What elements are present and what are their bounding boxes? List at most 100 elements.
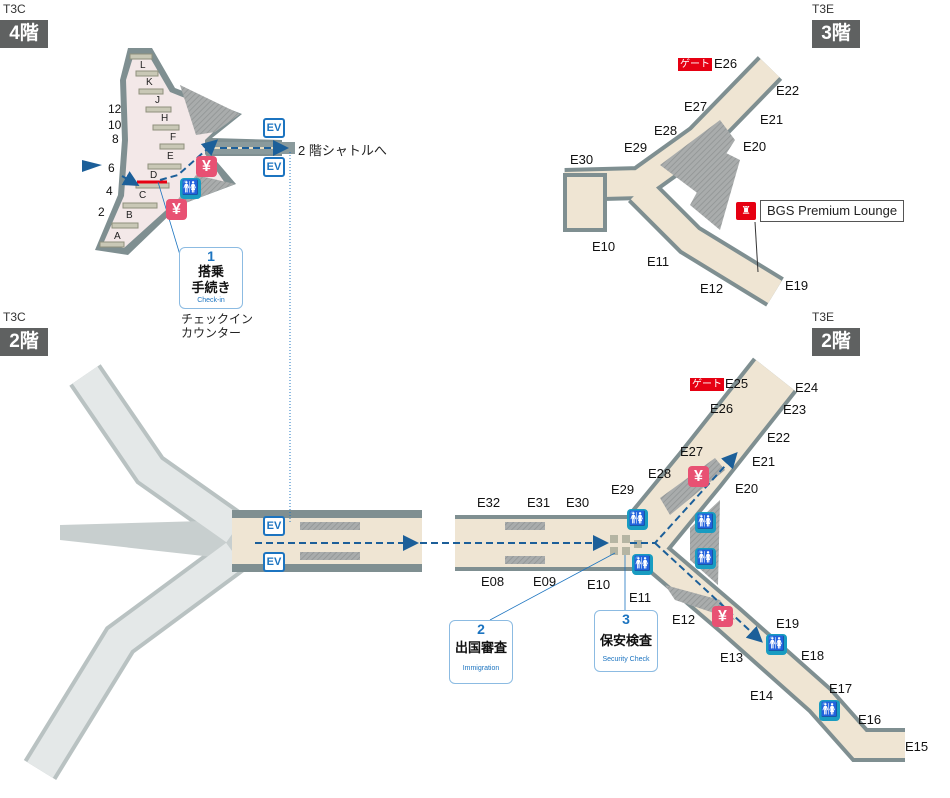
gate-label: E28 <box>648 466 672 481</box>
gate-label: E16 <box>858 712 882 727</box>
step-title: 保安検査 <box>599 633 652 648</box>
step-english: Immigration <box>462 665 500 672</box>
gate-label: E11 <box>647 254 670 269</box>
gate-label: E14 <box>750 688 774 703</box>
currency-exchange-icon: ¥ <box>196 156 217 177</box>
gate-label: E30 <box>570 152 594 167</box>
row-number: 4 <box>106 184 113 198</box>
gate-label: E09 <box>533 574 557 589</box>
step-number: 1 <box>207 248 215 264</box>
gate-label: E10 <box>587 577 611 592</box>
gate-label: E29 <box>624 140 648 155</box>
counter-label: D <box>150 170 158 181</box>
floor-badge-t3c-4f: 4階 <box>0 20 48 48</box>
elevator-icon: EV <box>263 516 285 536</box>
row-number: 8 <box>112 132 119 146</box>
gate-label: E21 <box>752 454 776 469</box>
gate-label: E27 <box>684 99 708 114</box>
floor-badge-t3e-2f: 2階 <box>812 328 860 356</box>
step-english: Check-in <box>197 297 225 304</box>
currency-exchange-icon: ¥ <box>712 606 733 627</box>
shuttle-label: 2 階シャトルへ <box>298 143 387 158</box>
caption-line: チェックイン <box>181 312 254 326</box>
lounge-icon: ♜ <box>736 202 756 220</box>
gate-label: E12 <box>700 281 724 296</box>
step-title: 搭乗 <box>197 264 224 279</box>
immigration-callout: 2 出国審査 Immigration <box>449 620 513 684</box>
step-english: Security Check <box>602 656 650 663</box>
gate-label: E32 <box>477 495 501 510</box>
gate-label: E21 <box>760 112 784 127</box>
gate-label: E19 <box>776 616 800 631</box>
gate-label: E08 <box>481 574 505 589</box>
currency-exchange-icon: ¥ <box>166 199 187 220</box>
restroom-icon <box>819 700 840 721</box>
counter-label: B <box>126 210 133 221</box>
restroom-icon <box>627 509 648 530</box>
currency-exchange-icon: ¥ <box>688 466 709 487</box>
terminal-label-t3c-2f: T3C <box>3 310 26 324</box>
gate-label: E10 <box>592 239 616 254</box>
gate-label: E13 <box>720 650 744 665</box>
gate-label: E20 <box>735 481 759 496</box>
gate-label: E31 <box>527 495 551 510</box>
terminal-label-t3e-3f: T3E <box>812 2 835 16</box>
counter-label: C <box>139 190 147 201</box>
counter-label: A <box>114 231 121 242</box>
gate-label: E26 <box>714 56 738 71</box>
elevator-icon: EV <box>263 552 285 572</box>
gate-label: E22 <box>776 83 800 98</box>
gate-label: E11 <box>629 590 652 605</box>
t3c-4f-hall <box>82 48 295 255</box>
counter-label: H <box>161 113 169 124</box>
gate-label: E26 <box>710 401 734 416</box>
gate-tag: ゲート <box>690 378 724 391</box>
gate-label: E17 <box>829 681 853 696</box>
gate-label: E23 <box>783 402 807 417</box>
row-number: 6 <box>108 161 115 175</box>
t3e-3f-pier <box>563 56 784 307</box>
lounge-label[interactable]: BGS Premium Lounge <box>760 200 905 222</box>
step-number: 3 <box>622 611 630 627</box>
row-number: 10 <box>108 118 122 132</box>
restroom-icon <box>180 178 201 199</box>
counter-label: L <box>140 60 146 71</box>
floor-badge-t3e-3f: 3階 <box>812 20 860 48</box>
step-title: 出国審査 <box>454 640 507 655</box>
gate-label: E25 <box>725 376 749 391</box>
counter-label: J <box>155 95 160 106</box>
t3c-2f-building <box>23 364 422 780</box>
gate-label: E30 <box>566 495 590 510</box>
row-number: 2 <box>98 205 105 219</box>
step-number: 2 <box>477 621 485 637</box>
checkin-callout: 1 搭乗 手続き Check-in <box>179 247 243 309</box>
elevator-icon: EV <box>263 157 285 177</box>
caption-line: カウンター <box>181 326 242 340</box>
step-title: 手続き <box>191 280 231 295</box>
floor-badge-t3c-2f: 2階 <box>0 328 48 356</box>
gate-label: E15 <box>905 739 929 754</box>
gate-label: E12 <box>672 612 696 627</box>
terminal-label-t3e-2f: T3E <box>812 310 835 324</box>
gate-label: E28 <box>654 123 678 138</box>
gate-tag: ゲート <box>678 58 712 71</box>
gate-label: E18 <box>801 648 825 663</box>
gate-label: E27 <box>680 444 704 459</box>
terminal-label-t3c-4f: T3C <box>3 2 26 16</box>
gate-label: E24 <box>795 380 819 395</box>
restroom-icon <box>632 554 653 575</box>
entrance-arrow-icon <box>82 160 102 172</box>
counter-label: F <box>170 132 177 143</box>
gate-label: E19 <box>785 278 809 293</box>
restroom-icon <box>695 548 716 569</box>
counter-label: K <box>146 77 153 88</box>
counter-label: E <box>167 151 174 162</box>
gate-label: E29 <box>611 482 635 497</box>
checkin-caption: チェックイン カウンター <box>181 312 253 340</box>
elevator-icon: EV <box>263 118 285 138</box>
restroom-icon <box>766 634 787 655</box>
row-number: 12 <box>108 102 122 116</box>
security-callout: 3 保安検査 Security Check <box>594 610 658 672</box>
gate-label: E22 <box>767 430 791 445</box>
